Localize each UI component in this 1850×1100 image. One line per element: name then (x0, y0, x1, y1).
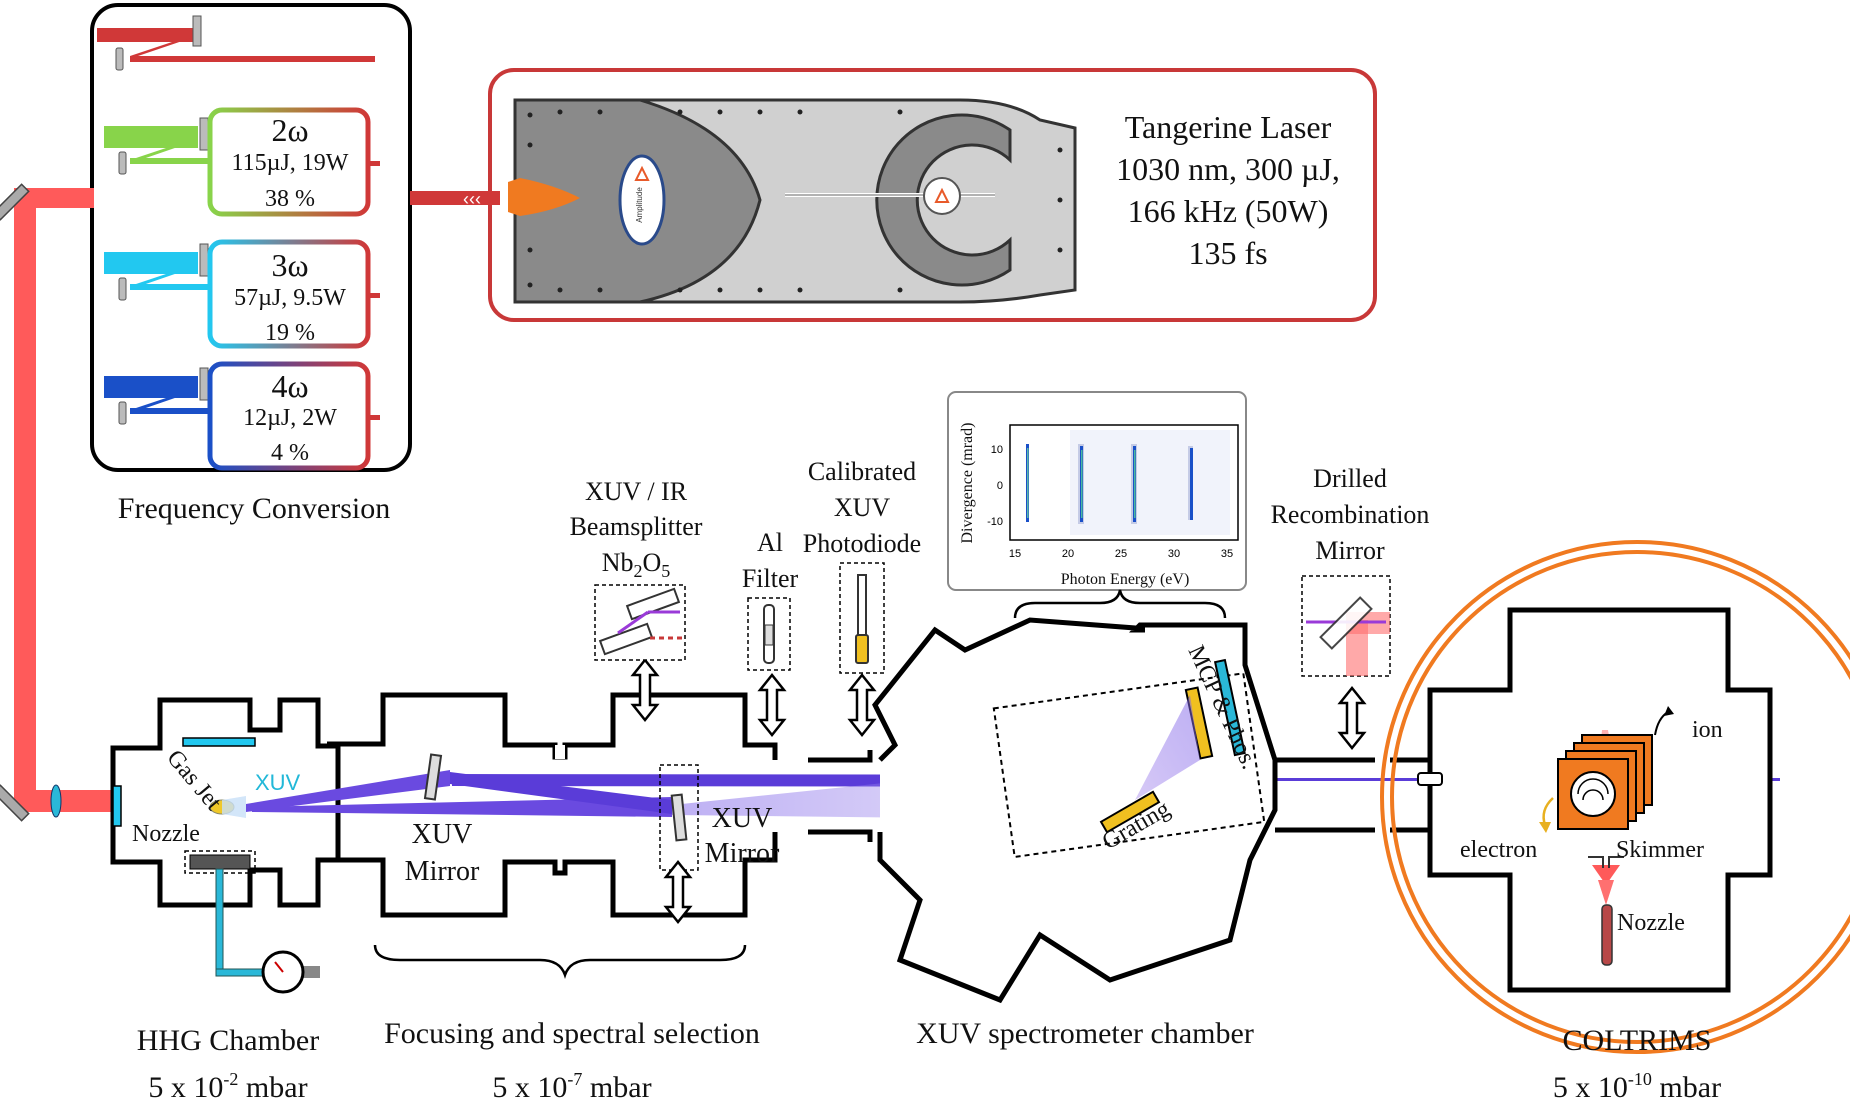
beamsplitter-line2: Beamsplitter (570, 512, 703, 541)
harmonic-3w (104, 239, 380, 349)
steering-mirror-top (0, 183, 30, 221)
focusing-lens (50, 784, 62, 818)
nozzle-block (189, 854, 251, 870)
spectrometer-chamber (872, 617, 1278, 1004)
laser-panel: ‹‹‹ Amplitude Tangerine Laser 1030 nm, 3… (410, 68, 1377, 322)
al-filter-box (747, 597, 791, 671)
xuv-mirror-1 (423, 753, 443, 801)
beamsplitter-line1: XUV / IR (585, 477, 688, 506)
inset-xtick-15: 15 (1009, 548, 1021, 560)
beamsplitter-material: Nb2O5 (602, 548, 671, 581)
recomb-line1: Drilled (1313, 464, 1387, 493)
inset-ytick-0: 0 (997, 480, 1003, 492)
steering-mirror-bottom (0, 784, 30, 822)
hhg-window-left (112, 785, 122, 827)
recombination-mirror-box (1301, 575, 1391, 677)
inset-xtick-35: 35 (1221, 548, 1233, 560)
focusing-name: Focusing and spectral selection (384, 1017, 760, 1050)
h2-name: 2ω (271, 112, 308, 148)
inset-ytick-10: 10 (991, 444, 1003, 456)
focusing-brace (373, 944, 747, 979)
frequency-conversion-panel: 2ω 115µJ, 19W 38 % 3ω 57µJ, 9.5W 19 % 4ω… (90, 3, 412, 472)
h4-efficiency: 4 % (271, 440, 309, 466)
harmonic-2w (104, 107, 380, 217)
connector-tubes (808, 750, 1430, 842)
amplitude-logo-badge (618, 154, 666, 246)
gas-line (215, 868, 224, 976)
photodiode-line3: Photodiode (803, 529, 921, 558)
frequency-conversion-title: Frequency Conversion (118, 492, 390, 525)
amplitude-logo-text: Amplitude (635, 187, 644, 223)
laser-pulse-duration: 135 fs (1188, 235, 1267, 271)
photodiode-line1: Calibrated (808, 457, 916, 486)
hhg-xuv-label: XUV (255, 770, 301, 795)
h3-energy: 57µJ, 9.5W (234, 285, 346, 311)
xuv-mirror-1-line2: Mirror (405, 856, 480, 887)
ion-label: ion (1692, 717, 1723, 743)
focusing-pressure: 5 x 10-7 mbar (492, 1069, 651, 1100)
hhg-chamber: Gas Jet XUV Nozzle (110, 697, 341, 994)
inset-xtick-25: 25 (1115, 548, 1127, 560)
hhg-window-top (182, 737, 256, 747)
fundamental-beam (97, 15, 375, 71)
skimmer-label: Skimmer (1616, 837, 1704, 863)
h4-energy: 12µJ, 2W (243, 405, 337, 431)
h4-name: 4ω (271, 368, 308, 404)
grating (1099, 790, 1161, 834)
hhg-pressure: 5 x 10-2 mbar (148, 1069, 307, 1100)
al-filter-line2: Filter (742, 564, 799, 593)
hhg-nozzle-label: Nozzle (132, 821, 200, 847)
inset-xtick-30: 30 (1168, 548, 1180, 560)
phosphor-screen (1213, 658, 1246, 757)
inset-ylabel: Divergence (mrad) (959, 423, 976, 544)
inset-xtick-20: 20 (1062, 548, 1074, 560)
inset-brace (1013, 589, 1227, 619)
skimmer (1588, 856, 1624, 868)
electron-label: electron (1460, 837, 1537, 863)
xuv-mirror-2-line1: XUV (712, 803, 773, 834)
beam-direction-chevrons: ‹‹‹ (463, 189, 481, 209)
coltrims-nozzle-label: Nozzle (1617, 910, 1685, 936)
al-filter-line1: Al (757, 528, 783, 557)
spectrum-inset: 10 0 -10 15 20 25 30 35 Photon Energy (e… (947, 391, 1247, 591)
coltrims-pressure: 5 x 10-10 mbar (1553, 1069, 1721, 1100)
coltrims-chamber (1380, 540, 1850, 1054)
spectrometer-plates (1557, 734, 1653, 830)
xuv-mirror-2 (670, 793, 688, 842)
laser-name: Tangerine Laser (1125, 109, 1332, 145)
pressure-gauge-icon (261, 950, 320, 994)
recomb-line3: Mirror (1315, 536, 1385, 565)
spectrometer-name: XUV spectrometer chamber (916, 1017, 1254, 1050)
xuv-mirror-2-line2: Mirror (705, 838, 780, 869)
laser-screws (527, 109, 1063, 293)
h2-efficiency: 38 % (265, 186, 315, 212)
harmonic-4w (104, 361, 380, 471)
inset-ytick-neg10: -10 (987, 516, 1003, 528)
photodiode-box (839, 562, 885, 674)
xuv-mirror-1-line1: XUV (412, 819, 473, 850)
h3-efficiency: 19 % (265, 320, 315, 346)
coltrims-name: COLTRIMS (1563, 1024, 1712, 1057)
focusing-chambers (327, 692, 778, 918)
photodiode-line2: XUV (834, 493, 891, 522)
laser-rep-rate: 166 kHz (50W) (1128, 193, 1329, 229)
beamsplitter-box (594, 584, 686, 661)
recomb-line2: Recombination (1271, 500, 1430, 529)
inset-xlabel: Photon Energy (eV) (1061, 571, 1190, 588)
h2-energy: 115µJ, 19W (232, 150, 349, 176)
h3-name: 3ω (271, 247, 308, 283)
laser-wavelength-energy: 1030 nm, 300 µJ, (1116, 151, 1340, 187)
hhg-chamber-name: HHG Chamber (137, 1024, 319, 1057)
inset-bands (1026, 430, 1230, 535)
coltrims-nozzle (1601, 904, 1613, 966)
